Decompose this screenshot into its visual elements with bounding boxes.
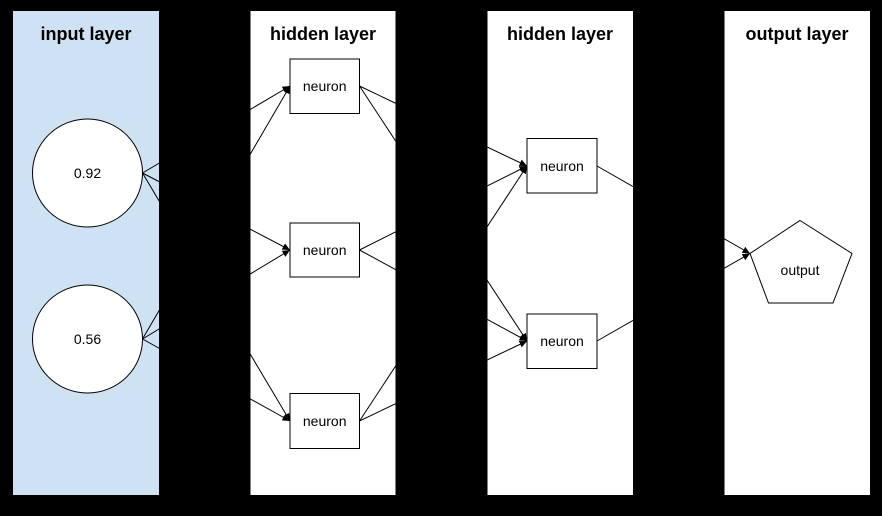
- output-node-pentagon: [749, 219, 853, 304]
- hidden2-neuron-2: [526, 313, 598, 369]
- hidden1-neuron-2-label: neuron: [303, 242, 347, 258]
- hidden2-neuron-1-label: neuron: [540, 158, 584, 174]
- hidden1-neuron-1-label: neuron: [303, 78, 347, 94]
- hidden1-neuron-2: [289, 222, 360, 278]
- input-node-2-label: 0.56: [74, 331, 101, 347]
- input-layer-title: input layer: [40, 24, 131, 44]
- output-layer-title: output layer: [745, 24, 848, 44]
- input-node-1: [32, 118, 143, 228]
- hidden1-neuron-3: [289, 393, 360, 449]
- input-node-2: [32, 284, 143, 394]
- hidden-layer-1-title: hidden layer: [270, 24, 376, 44]
- input-layer-panel: [13, 11, 159, 495]
- hidden1-neuron-1: [289, 58, 360, 114]
- input-node-1-label: 0.92: [74, 165, 101, 181]
- output-node-label: output: [781, 262, 820, 278]
- hidden1-neuron-3-label: neuron: [303, 413, 347, 429]
- hidden-layer-2-title: hidden layer: [507, 24, 613, 44]
- hidden2-neuron-1: [526, 138, 598, 194]
- hidden-layer-2-panel: [487, 11, 633, 495]
- hidden2-neuron-2-label: neuron: [540, 333, 584, 349]
